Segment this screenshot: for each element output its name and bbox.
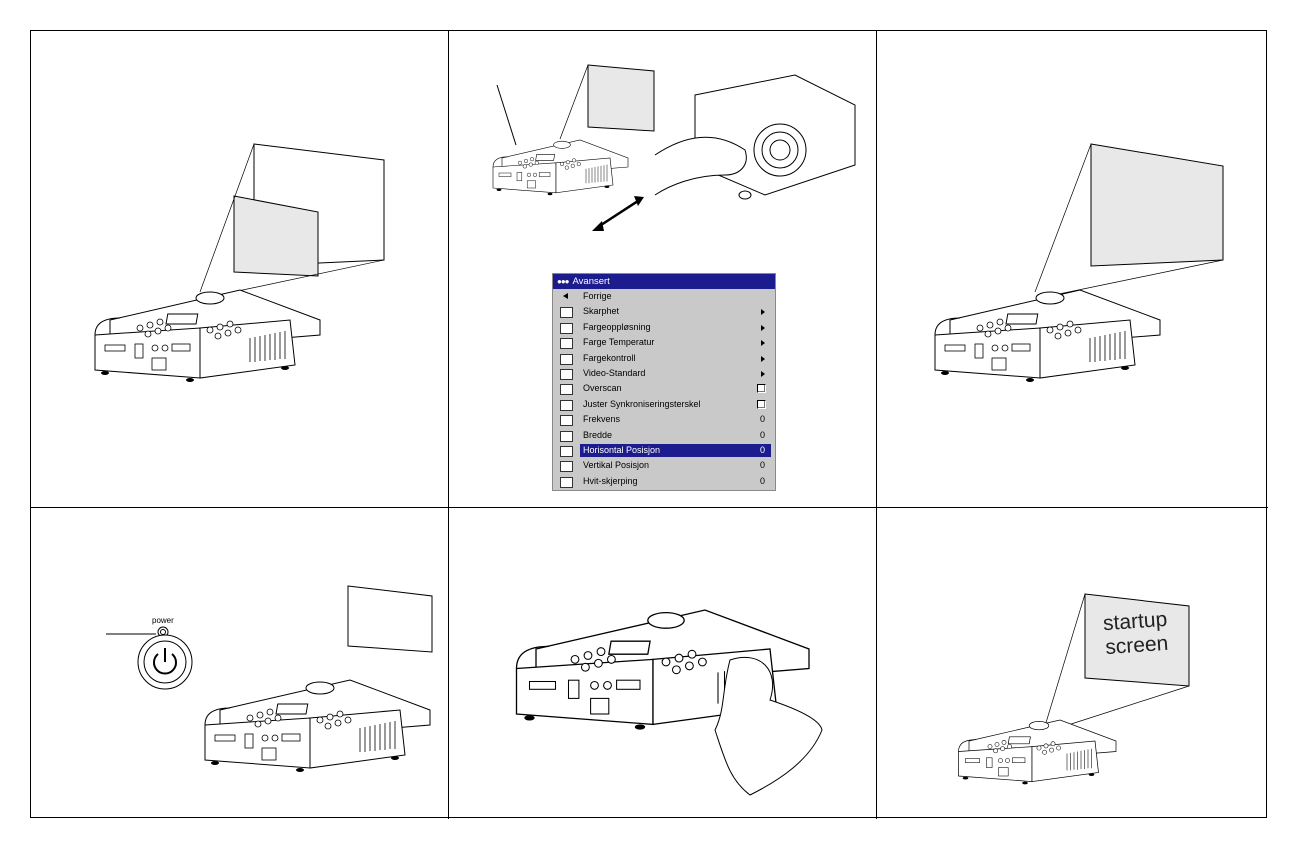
menu-item-label: Juster Synkroniseringsterskel — [583, 397, 701, 412]
projector-adjustment-illustration — [480, 65, 880, 265]
back-arrow-icon — [560, 292, 571, 301]
menu-item[interactable]: Video-Standard — [553, 366, 775, 381]
grid-divider — [31, 507, 1268, 508]
submenu-arrow-icon — [761, 371, 765, 377]
width-icon — [560, 431, 573, 442]
menu-item-label: Fargekontroll — [583, 351, 636, 366]
menu-item[interactable]: Hvit-skjerping 0 — [553, 474, 775, 489]
menu-item-label: Video-Standard — [583, 366, 645, 381]
video-standard-icon — [560, 369, 573, 380]
menu-item-label: Vertikal Posisjon — [583, 458, 649, 473]
menu-item-label: Horisontal Posisjon — [583, 443, 660, 458]
menu-checkbox[interactable] — [757, 400, 766, 409]
menu-title-bar: ●●● Avansert — [553, 274, 775, 289]
menu-item[interactable]: Bredde 0 — [553, 428, 775, 443]
menu-item-value: 0 — [760, 474, 765, 489]
menu-item[interactable]: Horisontal Posisjon 0 — [553, 443, 775, 458]
sync-icon — [560, 400, 573, 411]
menu-item[interactable]: Overscan — [553, 381, 775, 396]
submenu-arrow-icon — [761, 325, 765, 331]
overscan-icon — [560, 384, 573, 395]
horizontal-position-icon — [560, 446, 573, 457]
menu-item[interactable]: Farge Temperatur — [553, 335, 775, 350]
menu-item-label: Frekvens — [583, 412, 620, 427]
menu-item-label: Forrige — [583, 289, 612, 304]
menu-item[interactable]: Juster Synkroniseringsterskel — [553, 397, 775, 412]
menu-item-label: Hvit-skjerping — [583, 474, 638, 489]
menu-item[interactable]: Frekvens 0 — [553, 412, 775, 427]
menu-item-value: 0 — [760, 443, 765, 458]
menu-item[interactable]: Fargekontroll — [553, 351, 775, 366]
menu-item-label: Overscan — [583, 381, 622, 396]
power-button-illustration — [100, 580, 440, 800]
startup-screen-text: startup screen — [1088, 607, 1183, 661]
menu-item[interactable]: Forrige — [553, 289, 775, 304]
menu-item[interactable]: Skarphet — [553, 304, 775, 319]
white-peaking-icon — [560, 477, 573, 488]
menu-item-label: Farge Temperatur — [583, 335, 654, 350]
vertical-position-icon — [560, 461, 573, 472]
menu-item-value: 0 — [760, 412, 765, 427]
projector-screen-distance-illustration — [60, 140, 400, 410]
menu-item[interactable]: Fargeoppløsning — [553, 320, 775, 335]
menu-item-label: Skarphet — [583, 304, 619, 319]
color-dots-icon — [560, 323, 573, 334]
lens-cover-removal-illustration — [510, 610, 830, 800]
submenu-arrow-icon — [761, 309, 765, 315]
submenu-arrow-icon — [761, 356, 765, 362]
menu-title: Avansert — [573, 276, 610, 287]
menu-item-label: Bredde — [583, 428, 612, 443]
frequency-icon — [560, 415, 573, 426]
menu-item-value: 0 — [760, 428, 765, 443]
color-bars-icon — [560, 354, 573, 365]
menu-dots-icon: ●●● — [557, 277, 569, 286]
menu-checkbox[interactable] — [757, 384, 766, 393]
menu-item[interactable]: Vertikal Posisjon 0 — [553, 458, 775, 473]
grid-divider — [448, 31, 449, 819]
projector-large-screen-illustration — [925, 140, 1265, 410]
submenu-arrow-icon — [761, 340, 765, 346]
thermometer-icon — [560, 338, 573, 349]
brush-icon — [560, 307, 573, 318]
menu-item-value: 0 — [760, 458, 765, 473]
menu-item-label: Fargeoppløsning — [583, 320, 651, 335]
power-label: power — [152, 616, 174, 625]
